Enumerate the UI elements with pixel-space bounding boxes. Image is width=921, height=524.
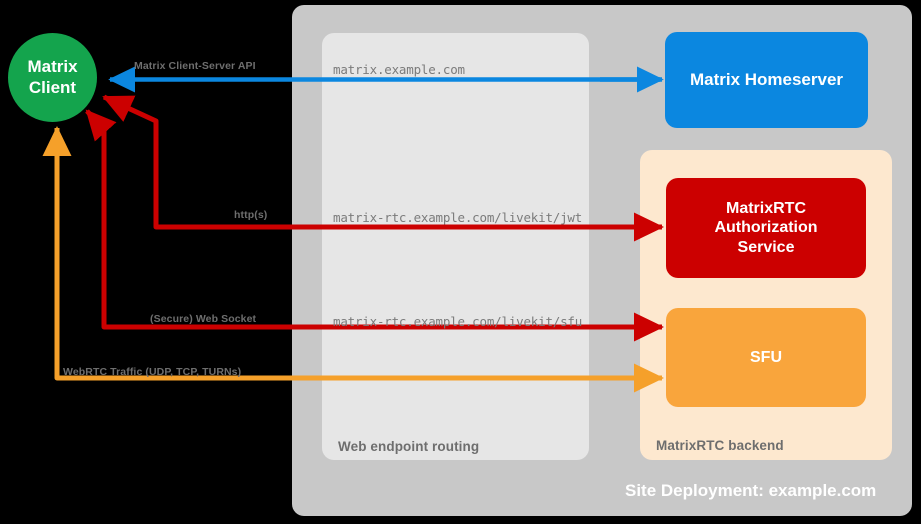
caption-web-endpoint-routing: Web endpoint routing bbox=[338, 439, 480, 454]
node-matrixrtc-authorization-service[interactable]: MatrixRTC Authorization Service bbox=[666, 178, 866, 278]
web-endpoint-routing-container bbox=[322, 33, 589, 460]
node-matrix-homeserver[interactable]: Matrix Homeserver bbox=[665, 32, 868, 128]
endpoint-url-livekit-jwt: matrix-rtc.example.com/livekit/jwt bbox=[333, 210, 583, 225]
edge-label-webrtc-traffic: WebRTC Traffic (UDP, TCP, TURNs) bbox=[63, 366, 242, 378]
node-matrix-client[interactable]: Matrix Client bbox=[8, 33, 97, 122]
auth-service-label-line3: Service bbox=[737, 238, 795, 256]
edge-label-http: http(s) bbox=[234, 209, 268, 221]
matrix-client-label-line2: Client bbox=[28, 77, 77, 97]
sfu-label: SFU bbox=[750, 348, 782, 366]
endpoint-url-livekit-sfu: matrix-rtc.example.com/livekit/sfu bbox=[333, 314, 583, 329]
node-sfu[interactable]: SFU bbox=[666, 308, 866, 407]
caption-site-deployment: Site Deployment: example.com bbox=[625, 481, 877, 500]
auth-service-label-line2: Authorization bbox=[714, 219, 818, 237]
matrix-client-label-line1: Matrix bbox=[27, 56, 78, 76]
caption-matrixrtc-backend: MatrixRTC backend bbox=[656, 438, 784, 453]
auth-service-label-line1: MatrixRTC bbox=[725, 199, 806, 217]
matrix-homeserver-label: Matrix Homeserver bbox=[689, 69, 844, 89]
edge-label-secure-websocket: (Secure) Web Socket bbox=[150, 313, 257, 325]
edge-label-client-server-api: Matrix Client-Server API bbox=[134, 60, 256, 72]
endpoint-url-matrix: matrix.example.com bbox=[333, 62, 465, 77]
